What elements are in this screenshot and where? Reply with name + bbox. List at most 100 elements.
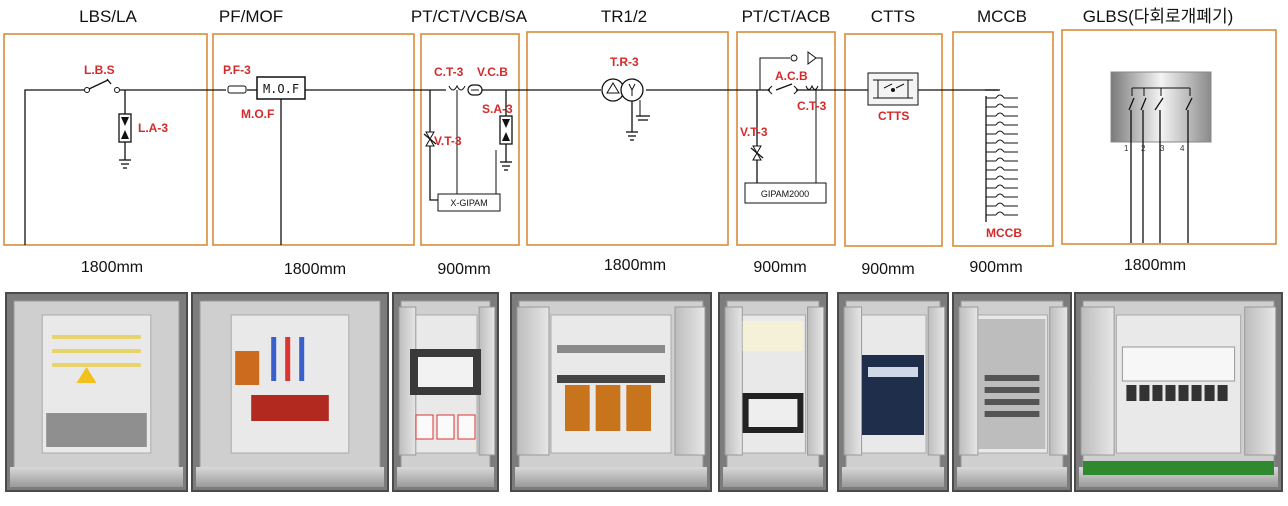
- width-glbs: 1800mm: [1124, 257, 1186, 274]
- mof-unit: [235, 351, 260, 385]
- power-fuse-base: [251, 395, 329, 421]
- warning-sign: [76, 367, 97, 383]
- panel-frame-ctts: [844, 33, 943, 247]
- ctts-display: [868, 367, 918, 377]
- busbar: [52, 363, 141, 367]
- mccb-breaker: [995, 112, 1005, 117]
- vt-branch-acb: [750, 90, 764, 183]
- panel-title-pt-ct-vcb-sa: PT/CT/VCB/SA: [411, 7, 528, 26]
- panel-title-mccb: MCCB: [977, 7, 1027, 26]
- mccb-door-face: [978, 319, 1046, 449]
- transformer-coil: [595, 385, 621, 431]
- glbs-terminal: [1191, 385, 1202, 401]
- mccb-breaker: [995, 193, 1005, 198]
- mccb-breaker: [995, 157, 1005, 162]
- glbs-terminal: [1204, 385, 1215, 401]
- panel-frame-tr: [526, 31, 729, 246]
- glbs-terminal-4: 4: [1180, 144, 1185, 153]
- fuse-holder: [285, 337, 291, 381]
- floor: [957, 467, 1067, 487]
- sa-unit: [415, 414, 434, 440]
- sa-unit: [436, 414, 455, 440]
- label-sa: S.A-3: [482, 102, 513, 116]
- mccb-breaker: [995, 103, 1005, 108]
- panel-frame-mccb: [952, 31, 1054, 247]
- label-mccb: MCCB: [986, 226, 1022, 240]
- open-door-right: [674, 306, 706, 456]
- transformer-coil: [565, 385, 590, 431]
- vcb-face: [418, 357, 473, 387]
- glbs-terminal: [1126, 385, 1137, 401]
- open-door-left: [958, 306, 979, 456]
- mccb-breaker: [995, 148, 1005, 153]
- width-pf-mof: 1800mm: [284, 261, 346, 278]
- mccb-breaker: [995, 139, 1005, 144]
- glbs-terminal-2: 2: [1141, 144, 1146, 153]
- glbs-body: [1121, 346, 1236, 382]
- glbs-terminal-3: 3: [1160, 144, 1165, 153]
- open-door-right: [1049, 306, 1068, 456]
- label-pf: P.F-3: [223, 63, 251, 77]
- relay-panel: [742, 321, 804, 351]
- glbs-terminal: [1217, 385, 1228, 401]
- panel-title-pt-ct-acb: PT/CT/ACB: [742, 7, 831, 26]
- open-door-right: [807, 306, 825, 456]
- open-door-right: [478, 306, 496, 456]
- floor: [723, 467, 823, 487]
- panel-frame-lbs-la: [3, 33, 208, 246]
- acb-symbol: [767, 83, 799, 95]
- width-pt-ct-vcb-sa: 900mm: [437, 261, 490, 278]
- panel-title-lbs-la: LBS/LA: [79, 7, 137, 26]
- mccb-handle: [984, 399, 1040, 405]
- panel-frame-pt-ct-vcb-sa: [420, 33, 520, 246]
- panel-frame-pf-mof: [212, 33, 415, 246]
- width-pt-ct-acb: 900mm: [753, 259, 806, 276]
- label-mof: M.O.F: [241, 107, 274, 121]
- lower-panel: [46, 413, 147, 447]
- transformer-coil: [626, 385, 651, 431]
- gipam2000-label: GIPAM2000: [761, 189, 809, 199]
- floor: [397, 467, 494, 487]
- width-lbs-la: 1800mm: [81, 259, 143, 276]
- mccb-breaker: [995, 130, 1005, 135]
- floor: [842, 467, 944, 487]
- transformer-clamp: [557, 375, 665, 383]
- busbar: [52, 335, 141, 339]
- busbar: [52, 349, 141, 353]
- panel-title-pf-mof: PF/MOF: [219, 7, 283, 26]
- mof-box-label: M.O.F: [263, 82, 299, 96]
- glbs-terminal-1: 1: [1124, 144, 1129, 153]
- mccb-handle: [984, 375, 1040, 381]
- label-ct-3-acb: C.T-3: [797, 99, 827, 113]
- ct-symbol-acb: [805, 84, 819, 183]
- transformer-symbol: [601, 78, 650, 141]
- panel-frame-pt-ct-acb: [736, 31, 836, 246]
- x-gipam-box: [437, 193, 501, 212]
- mccb-handle: [984, 387, 1040, 393]
- open-door-right: [1244, 306, 1277, 456]
- cabinet-photo-strip: [5, 292, 1283, 492]
- photo-mccb-cabinet: [952, 292, 1072, 492]
- vcb-symbol: [467, 84, 483, 96]
- label-tr-3: T.R-3: [610, 55, 639, 69]
- open-door-left: [1080, 306, 1115, 456]
- mccb-breaker: [995, 175, 1005, 180]
- label-la: L.A-3: [138, 121, 168, 135]
- photo-pf-mof-cabinet: [191, 292, 389, 492]
- label-ctts: CTTS: [878, 109, 909, 123]
- main-bus-line: [24, 89, 1000, 245]
- mccb-breaker-stack: [985, 89, 998, 222]
- glbs-terminal: [1139, 385, 1150, 401]
- label-vcb: V.C.B: [477, 65, 508, 79]
- photo-pt-ct-vcb-sa-cabinet: [392, 292, 499, 492]
- label-ct-3: C.T-3: [434, 65, 464, 79]
- width-ctts: 900mm: [861, 261, 914, 278]
- glbs-switch-block: [1110, 71, 1212, 143]
- panel-title-glbs: GLBS(다회로개폐기): [1083, 7, 1234, 26]
- ctts-symbol: [867, 72, 919, 106]
- panel-frame-glbs: [1061, 29, 1277, 245]
- mccb-handle: [984, 411, 1040, 417]
- lbs-switch-symbol: [84, 78, 120, 93]
- x-gipam-label: X-GIPAM: [450, 198, 487, 208]
- glbs-terminal: [1152, 385, 1163, 401]
